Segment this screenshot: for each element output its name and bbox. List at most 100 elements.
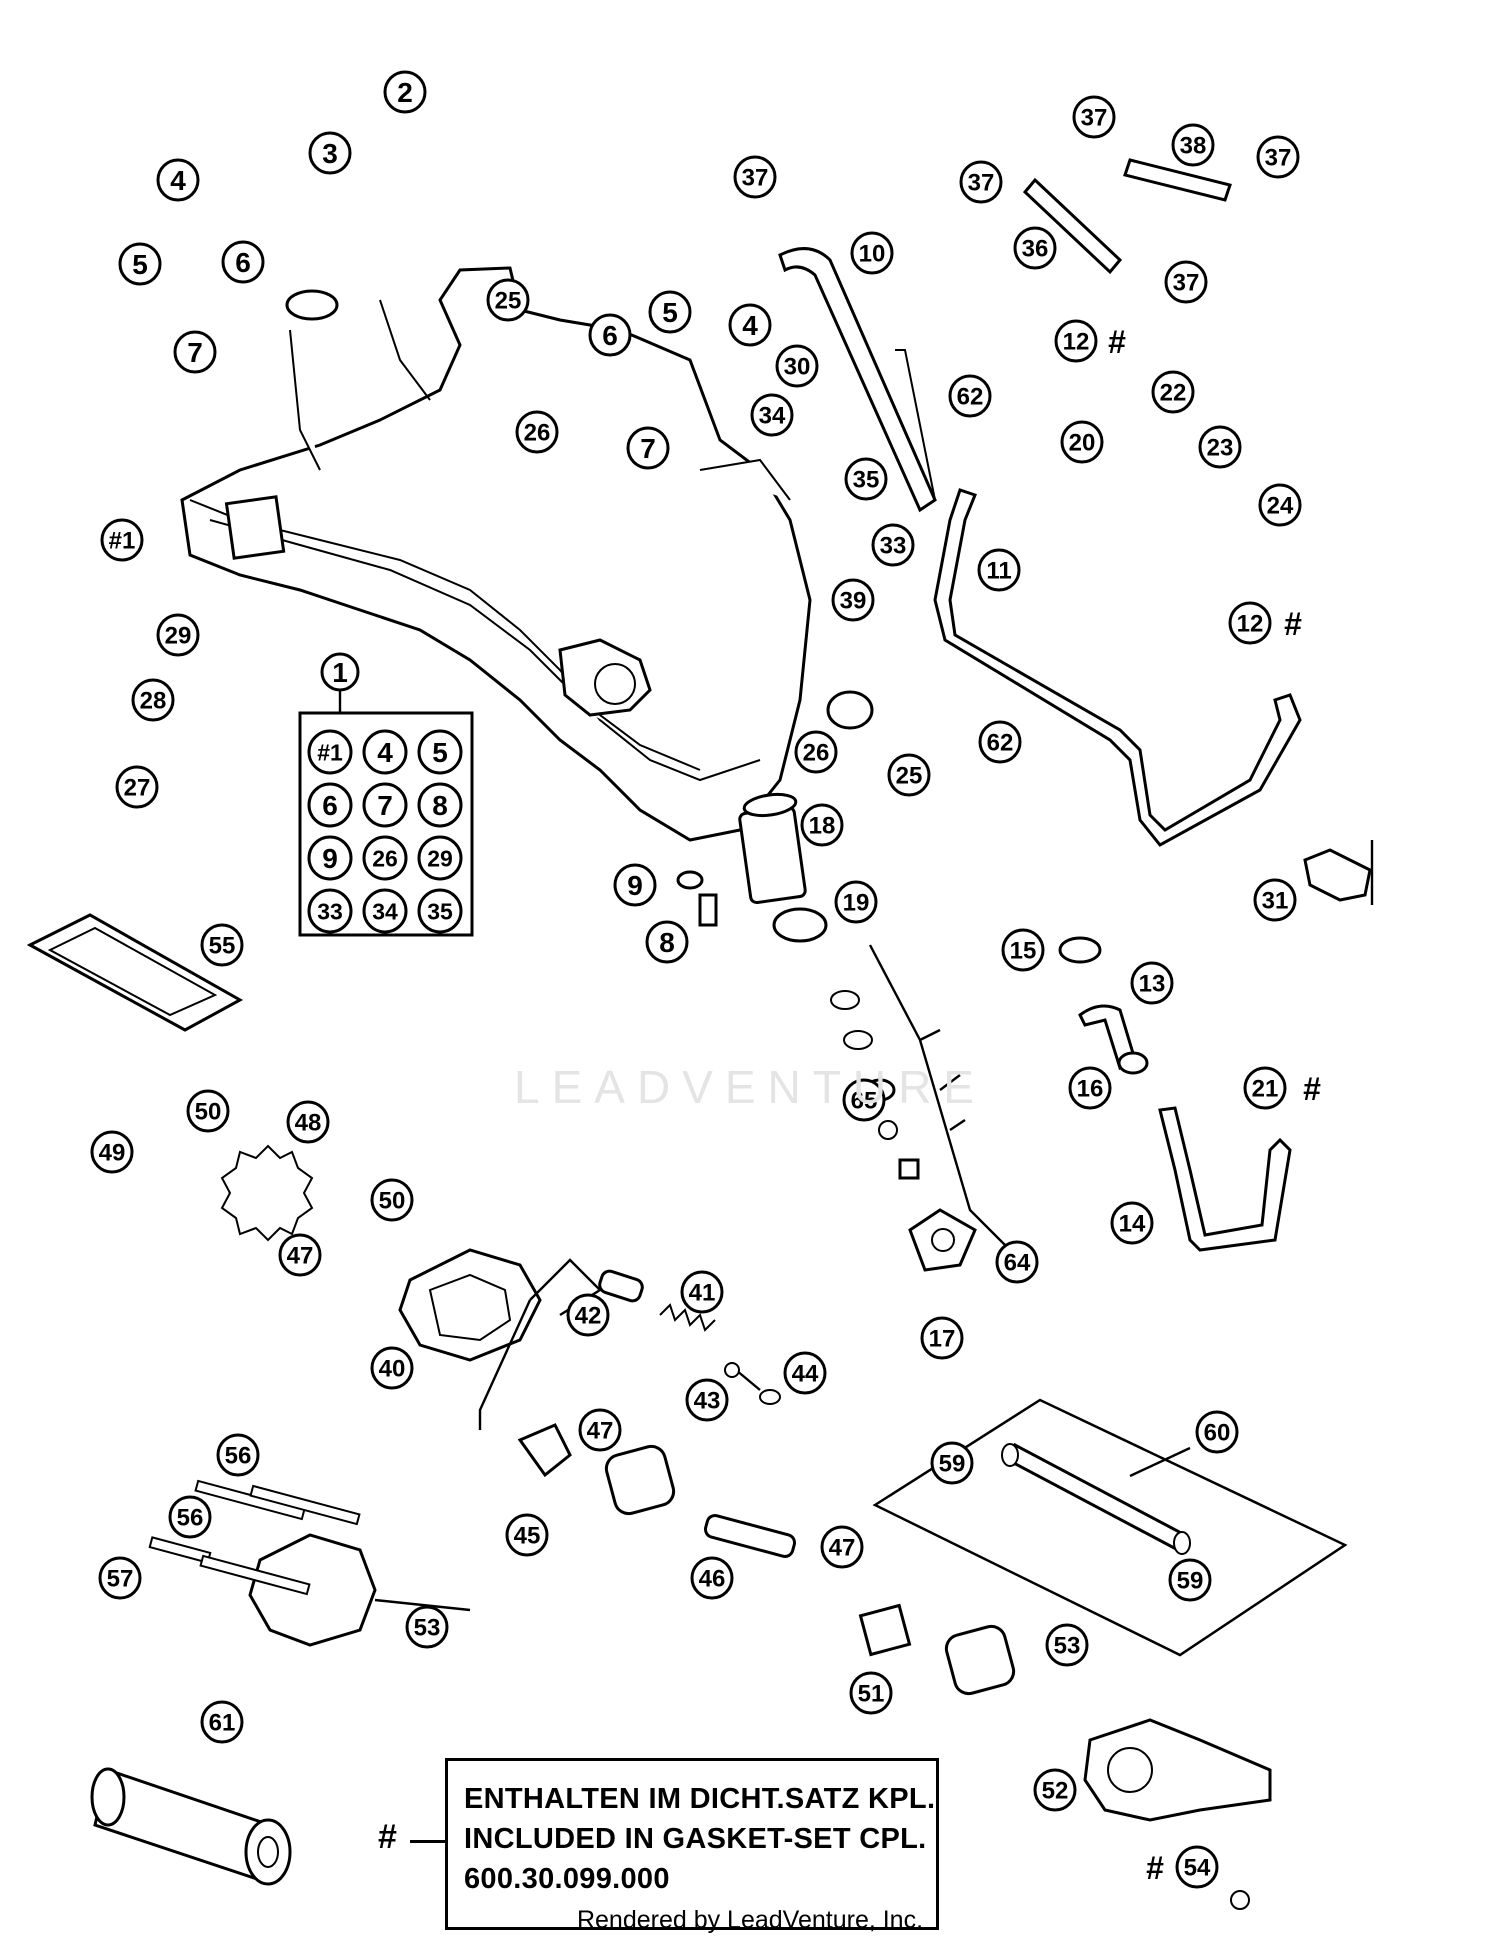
kit-item-5[interactable]: 5	[417, 729, 463, 775]
callout-36-24[interactable]: 36	[1013, 226, 1057, 270]
callout-53-74[interactable]: 53	[405, 1605, 449, 1649]
callout-37-23[interactable]: 37	[959, 160, 1003, 204]
callout-30-13[interactable]: 30	[775, 344, 819, 388]
kit-item-6[interactable]: 6	[307, 782, 353, 828]
callout-65-48[interactable]: 65	[842, 1078, 886, 1122]
kit-item-4[interactable]: 4	[362, 729, 408, 775]
callout-44-63[interactable]: 44	[783, 1351, 827, 1395]
callout-59-73[interactable]: 59	[1168, 1558, 1212, 1602]
callout-34-14[interactable]: 34	[750, 393, 794, 437]
callout-38-21[interactable]: 38	[1171, 123, 1215, 167]
callout-19-42[interactable]: 19	[834, 880, 878, 924]
callout-41-58[interactable]: 41	[680, 1270, 724, 1314]
callout-52-78[interactable]: 52	[1033, 1768, 1077, 1812]
callout-4-2[interactable]: 4	[156, 158, 200, 202]
callout-13-47[interactable]: 13	[1130, 961, 1174, 1005]
callout-57-71[interactable]: 57	[98, 1556, 142, 1600]
callout-10-19[interactable]: 10	[850, 231, 894, 275]
callout-23-30[interactable]: 23	[1198, 425, 1242, 469]
callout-59-73-label: 59	[1177, 1568, 1204, 1595]
callout-31-44[interactable]: 31	[1253, 878, 1297, 922]
kit-item-35[interactable]: 35	[417, 888, 463, 934]
callout-45-69[interactable]: 45	[505, 1513, 549, 1557]
callout-15-46[interactable]: 15	[1001, 928, 1045, 972]
kit-item-7[interactable]: 7	[362, 782, 408, 828]
callout-9-41-label: 9	[627, 870, 643, 901]
callout-17-60-label: 17	[929, 1326, 956, 1353]
callout-40-61[interactable]: 40	[370, 1346, 414, 1390]
callout-15-46-label: 15	[1010, 938, 1037, 965]
kit-item-34[interactable]: 34	[362, 888, 408, 934]
callout-43-62[interactable]: 43	[685, 1378, 729, 1422]
callout-25-38[interactable]: 25	[887, 753, 931, 797]
callout-9-41[interactable]: 9	[613, 863, 657, 907]
callout-33-16[interactable]: 33	[871, 523, 915, 567]
callout-37-25[interactable]: 37	[1164, 260, 1208, 304]
callout-18-40[interactable]: 18	[800, 803, 844, 847]
callout-47-64[interactable]: 47	[578, 1408, 622, 1452]
callout-6-4-label: 6	[235, 247, 251, 278]
callout-39-17[interactable]: 39	[831, 578, 875, 622]
callout-27-36[interactable]: 27	[115, 765, 159, 809]
callout-46-72[interactable]: 46	[690, 1556, 734, 1600]
callout-50-51[interactable]: 50	[186, 1089, 230, 1133]
callout-28-35[interactable]: 28	[131, 678, 175, 722]
kit-item-8[interactable]: 8	[417, 782, 463, 828]
callout-37-18[interactable]: 37	[733, 155, 777, 199]
callout-11-32[interactable]: 11	[977, 548, 1021, 592]
callout-17-60[interactable]: 17	[920, 1316, 964, 1360]
callout-62-39[interactable]: 62	[978, 720, 1022, 764]
callout-53-75[interactable]: 53	[1045, 1623, 1089, 1667]
callout-1[interactable]: 1	[320, 652, 360, 692]
callout-56-68[interactable]: 56	[168, 1495, 212, 1539]
callout-5-10[interactable]: 5	[648, 290, 692, 334]
callout-5-3[interactable]: 5	[118, 242, 162, 286]
callout-42-59[interactable]: 42	[566, 1293, 610, 1337]
callout-47-70[interactable]: 47	[820, 1525, 864, 1569]
callout-4-11[interactable]: 4	[728, 303, 772, 347]
callout-16-49[interactable]: 16	[1068, 1066, 1112, 1110]
callout-64-57[interactable]: 64	[995, 1240, 1039, 1284]
callout-26-37[interactable]: 26	[794, 730, 838, 774]
callout-2-0[interactable]: 2	[383, 70, 427, 114]
watermark: LEADVENTURE	[514, 1061, 986, 1113]
kit-item-h1[interactable]: #1	[307, 729, 353, 775]
callout-35-15[interactable]: 35	[844, 457, 888, 501]
callout-14-56[interactable]: 14	[1110, 1201, 1154, 1245]
callout-25-6[interactable]: 25	[486, 278, 530, 322]
callout-8-43[interactable]: 8	[645, 920, 689, 964]
callout-49-53[interactable]: 49	[90, 1130, 134, 1174]
callout-54-79[interactable]: 54	[1175, 1845, 1219, 1889]
callout-51-76[interactable]: 51	[849, 1671, 893, 1715]
callout-h1-8[interactable]: #1	[100, 518, 144, 562]
callout-26-7[interactable]: 26	[515, 410, 559, 454]
callout-21-50[interactable]: 21	[1243, 1066, 1287, 1110]
callout-62-28[interactable]: 62	[948, 374, 992, 418]
callout-20-29[interactable]: 20	[1060, 420, 1104, 464]
kit-item-9[interactable]: 9	[307, 835, 353, 881]
kit-item-29[interactable]: 29	[417, 835, 463, 881]
callout-29-34[interactable]: 29	[156, 613, 200, 657]
callout-47-55[interactable]: 47	[278, 1233, 322, 1277]
callout-56-66[interactable]: 56	[216, 1433, 260, 1477]
callout-6-4[interactable]: 6	[221, 240, 265, 284]
callout-12-26[interactable]: 12	[1054, 319, 1098, 363]
callout-7-12[interactable]: 7	[626, 426, 670, 470]
callout-24-31[interactable]: 24	[1258, 483, 1302, 527]
callout-7-5[interactable]: 7	[173, 330, 217, 374]
callout-12-33[interactable]: 12	[1228, 601, 1272, 645]
callout-48-52[interactable]: 48	[286, 1100, 330, 1144]
callout-37-20[interactable]: 37	[1072, 95, 1116, 139]
callout-3-1[interactable]: 3	[308, 131, 352, 175]
callout-6-9[interactable]: 6	[588, 313, 632, 357]
callout-50-54[interactable]: 50	[370, 1178, 414, 1222]
callout-13-47-label: 13	[1139, 971, 1166, 998]
callout-55-45[interactable]: 55	[200, 923, 244, 967]
kit-item-33[interactable]: 33	[307, 888, 353, 934]
callout-60-65[interactable]: 60	[1195, 1410, 1239, 1454]
callout-59-67[interactable]: 59	[930, 1441, 974, 1485]
callout-61-77[interactable]: 61	[200, 1700, 244, 1744]
callout-37-22[interactable]: 37	[1256, 135, 1300, 179]
kit-item-26[interactable]: 26	[362, 835, 408, 881]
callout-22-27[interactable]: 22	[1151, 370, 1195, 414]
